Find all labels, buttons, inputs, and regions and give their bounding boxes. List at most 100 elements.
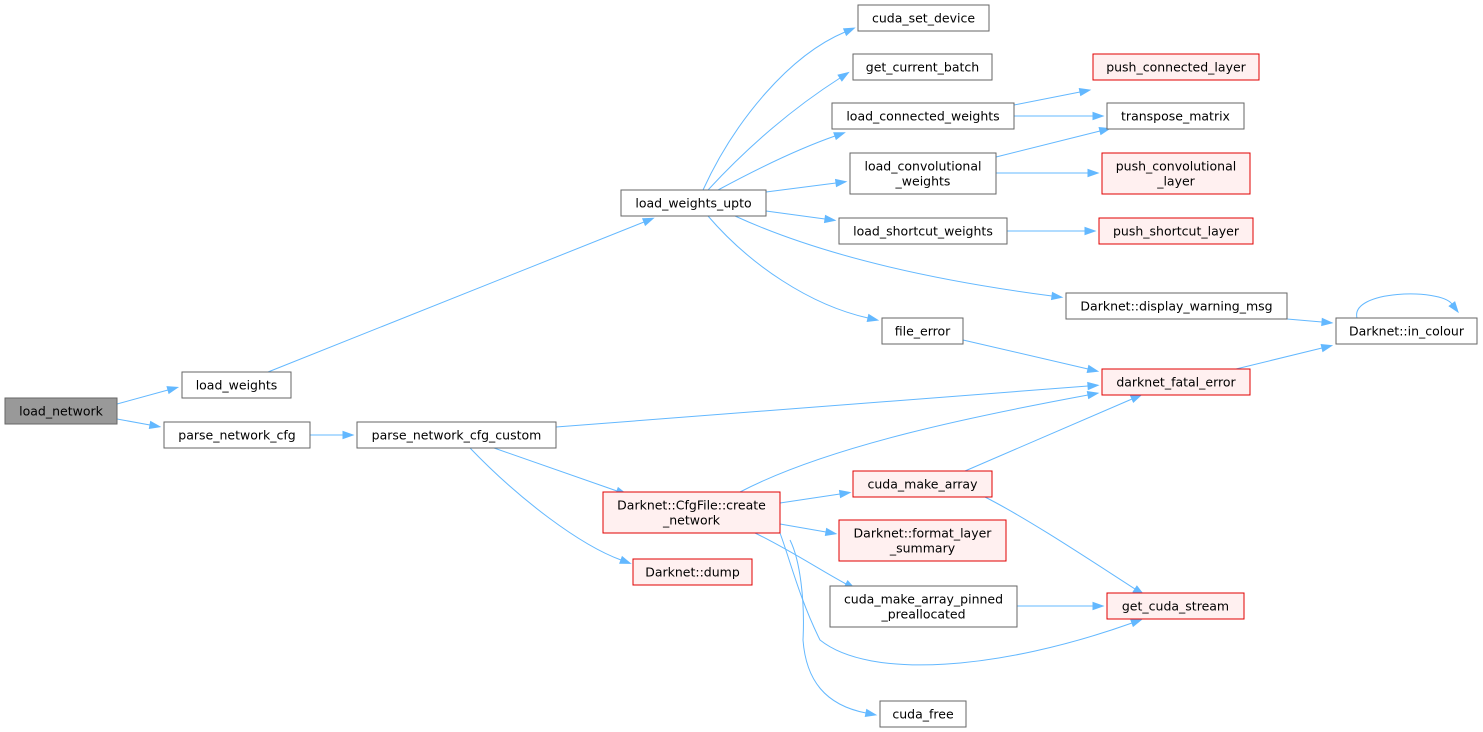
node-format-layer-summary[interactable]: Darknet::format_layer_summary	[838, 519, 1007, 562]
edge-line	[116, 418, 151, 426]
edge-arrowhead	[1087, 168, 1100, 178]
edge-arrowhead	[166, 386, 180, 395]
edge-load_weights_upto-to-load_connected_weights	[717, 132, 846, 191]
edge-line	[555, 385, 1089, 428]
node-label: _summary	[889, 541, 956, 556]
edge-line	[995, 130, 1101, 158]
edge-create_network-to-darknet_fatal_error	[739, 390, 1100, 493]
node-label: Darknet::display_warning_msg	[1080, 299, 1272, 314]
node-label: load_network	[19, 404, 103, 419]
node-load-shortcut-weights[interactable]: load_shortcut_weights	[838, 217, 1008, 245]
node-get-cuda-stream[interactable]: get_cuda_stream	[1106, 592, 1245, 620]
node-box	[1092, 53, 1260, 81]
node-load-weights-upto[interactable]: load_weights_upto	[620, 189, 767, 217]
node-label: cuda_make_array	[868, 477, 979, 492]
node-load-weights[interactable]: load_weights	[181, 371, 292, 399]
node-label: cuda_set_device	[872, 11, 975, 26]
edge-create_network-to-cuda_make_array	[779, 489, 852, 504]
edge-arrowhead	[342, 430, 355, 440]
node-label: load_shortcut_weights	[853, 224, 993, 239]
node-push-shortcut-layer[interactable]: push_shortcut_layer	[1098, 217, 1254, 245]
node-darknet-fatal-error[interactable]: darknet_fatal_error	[1101, 368, 1251, 396]
node-label: cuda_make_array_pinned	[844, 592, 1003, 607]
edge-line	[702, 31, 846, 191]
edge-line	[116, 389, 169, 405]
edge-arrowhead	[866, 313, 880, 322]
node-box	[829, 585, 1018, 628]
node-in-colour[interactable]: Darknet::in_colour	[1335, 317, 1478, 345]
edge-load_weights_upto-to-display_warning_msg	[734, 215, 1064, 301]
edge-line	[717, 135, 836, 191]
edge-arrowhead	[1129, 394, 1143, 404]
edge-load_weights_upto-to-file_error	[707, 215, 880, 322]
node-push-connected-layer[interactable]: push_connected_layer	[1092, 53, 1260, 81]
node-box	[881, 317, 964, 345]
node-box	[1101, 368, 1251, 396]
edge-load_network-to-load_weights	[116, 386, 180, 405]
node-box	[632, 558, 753, 586]
node-parse-network-cfg[interactable]: parse_network_cfg	[163, 421, 311, 449]
edge-line	[707, 77, 841, 191]
node-box	[163, 421, 311, 449]
edge-parse_network_cfg-to-parse_network_cfg_custom	[310, 430, 355, 440]
node-box	[1098, 217, 1254, 245]
edge-arrowhead	[641, 217, 655, 227]
nodes-layer: load_network load_weights parse_network_cf…	[4, 4, 1478, 728]
node-box	[838, 519, 1007, 562]
edge-arrowhead	[1092, 601, 1105, 611]
edge-load_weights_upto-to-get_current_batch	[707, 71, 850, 191]
node-push-convolutional-layer[interactable]: push_convolutional_layer	[1101, 152, 1251, 195]
edge-line	[754, 532, 847, 585]
node-box	[849, 152, 997, 195]
edge-line	[734, 215, 1053, 297]
node-load-convolutional-weights[interactable]: load_convolutional_weights	[849, 152, 997, 195]
edge-arrowhead	[833, 132, 846, 141]
node-cuda-set-device[interactable]: cuda_set_device	[857, 4, 990, 32]
node-label: _preallocated	[880, 607, 965, 622]
edges-layer	[116, 27, 1459, 718]
edge-load_shortcut_weights-to-push_shortcut_layer	[1007, 226, 1097, 236]
node-box	[1106, 592, 1245, 620]
edge-line	[267, 221, 645, 373]
node-file-error[interactable]: file_error	[881, 317, 964, 345]
edge-line	[964, 398, 1133, 472]
node-transpose-matrix[interactable]: transpose_matrix	[1106, 102, 1245, 130]
edge-load_weights_upto-to-cuda_set_device	[702, 27, 856, 191]
edge-load_connected_weights-to-push_connected_layer	[1013, 87, 1092, 106]
edge-line	[962, 339, 1089, 370]
node-display-warning-msg[interactable]: Darknet::display_warning_msg	[1065, 292, 1288, 320]
edge-line	[984, 496, 1136, 590]
node-label: _network	[662, 513, 721, 528]
node-get-current-batch[interactable]: get_current_batch	[852, 53, 993, 81]
edge-parse_network_cfg_custom-to-darknet_fatal_error	[555, 381, 1100, 428]
edge-arrowhead	[619, 555, 632, 564]
edge-line	[779, 532, 1133, 666]
node-create-network[interactable]: Darknet::CfgFile::create_network	[602, 491, 781, 534]
node-label: Darknet::dump	[645, 565, 740, 580]
node-label: Darknet::CfgFile::create	[617, 498, 766, 513]
edge-arrowhead	[824, 527, 838, 537]
node-box	[852, 470, 993, 498]
node-cuda-free[interactable]: cuda_free	[879, 700, 967, 728]
node-box	[1106, 102, 1245, 130]
edge-arrowhead	[1086, 390, 1100, 400]
edge-arrowhead	[1321, 317, 1334, 327]
node-load-network[interactable]: load_network	[4, 397, 118, 425]
edge-load_convolutional_weights-to-push_convolutional_layer	[996, 168, 1100, 178]
node-label: push_connected_layer	[1106, 60, 1246, 75]
edge-line	[779, 493, 841, 504]
edge-arrowhead	[837, 71, 850, 82]
node-cuda-make-array-pinned-preallocated[interactable]: cuda_make_array_pinned_preallocated	[829, 585, 1018, 628]
node-dump[interactable]: Darknet::dump	[632, 558, 753, 586]
edge-arrowhead	[1086, 364, 1100, 373]
node-load-connected-weights[interactable]: load_connected_weights	[831, 102, 1015, 130]
node-parse-network-cfg-custom[interactable]: parse_network_cfg_custom	[356, 421, 557, 449]
edge-darknet_fatal_error-to-in_colour	[1235, 344, 1334, 370]
edge-arrowhead	[1087, 381, 1100, 391]
edge-create_network-to-get_cuda_stream	[779, 532, 1143, 666]
edge-cuda_make_array_pinned_preallocated-to-get_cuda_stream	[1017, 601, 1105, 611]
node-cuda-make-array[interactable]: cuda_make_array	[852, 470, 993, 498]
edge-create_network-to-format_layer_summary	[779, 523, 838, 537]
edge-load_weights-to-load_weights_upto	[267, 217, 655, 373]
